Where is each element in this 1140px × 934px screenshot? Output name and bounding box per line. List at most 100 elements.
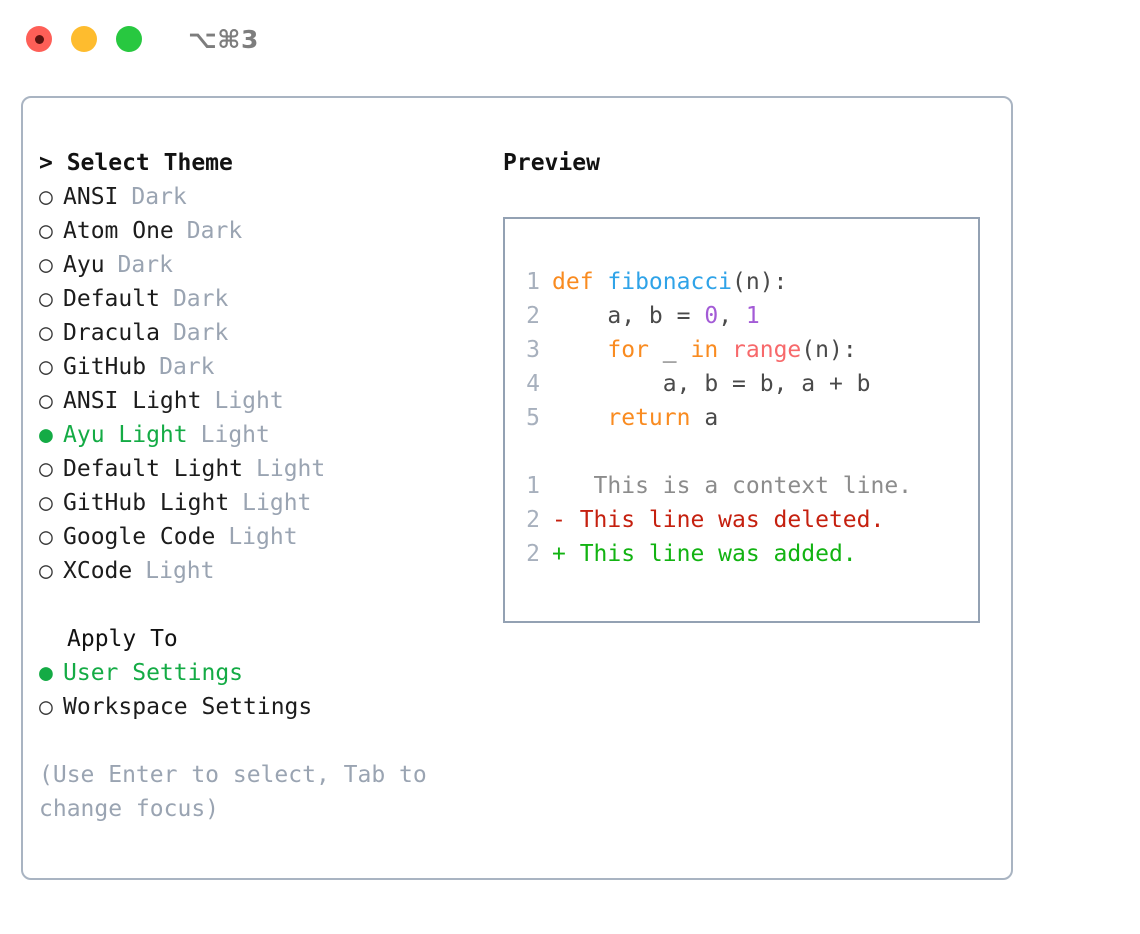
radio-unselected-icon: ○ <box>39 184 53 210</box>
theme-name: Google Code <box>63 524 216 550</box>
theme-option-ayu[interactable]: ○ Ayu Dark <box>39 248 489 282</box>
code-text: return a <box>552 401 718 435</box>
theme-kind-badge: Dark <box>131 184 187 210</box>
theme-name: Ayu <box>63 252 105 278</box>
theme-name: XCode <box>63 558 133 584</box>
apply-option-label: User Settings <box>63 660 244 686</box>
apply-to-list: ● User Settings ○ Workspace Settings <box>39 656 489 724</box>
line-number: 3 <box>526 337 540 363</box>
diff-line-add: 2 + This line was added. <box>522 537 978 571</box>
apply-option-workspace-settings[interactable]: ○ Workspace Settings <box>39 690 489 724</box>
code-line: 4 a, b = b, a + b <box>522 367 978 401</box>
token-var: a, b = <box>552 303 705 329</box>
radio-unselected-icon: ○ <box>39 490 53 516</box>
close-button[interactable] <box>26 26 52 52</box>
select-theme-heading: > Select Theme <box>39 150 233 176</box>
theme-name: Default Light <box>63 456 244 482</box>
radio-unselected-icon: ○ <box>39 354 53 380</box>
theme-kind-badge: Dark <box>172 320 229 346</box>
title-bar: ⌥⌘3 <box>0 0 1140 78</box>
theme-kind-badge: Light <box>256 456 326 482</box>
close-icon <box>34 34 44 44</box>
radio-unselected-icon: ○ <box>39 252 53 278</box>
line-number: 4 <box>526 371 540 397</box>
theme-option-default-light[interactable]: ○ Default Light Light <box>39 452 489 486</box>
diff-text: + This line was added. <box>552 541 857 567</box>
radio-unselected-icon: ○ <box>39 218 53 244</box>
diff-sample: 1 This is a context line. 2 - This line wa… <box>522 469 978 571</box>
line-number: 2 <box>526 507 540 533</box>
diff-text: - This line was deleted. <box>552 507 885 533</box>
preview-heading: Preview <box>503 150 600 176</box>
token-num: 1 <box>745 303 760 329</box>
theme-name: GitHub Light <box>63 490 230 516</box>
token-var <box>718 337 732 363</box>
radio-unselected-icon: ○ <box>39 286 53 312</box>
code-line: 2 a, b = 0, 1 <box>522 299 978 333</box>
radio-selected-icon: ● <box>39 422 53 448</box>
token-punc: (n): <box>732 269 788 295</box>
token-var: a, b = b, a + b <box>552 371 871 397</box>
radio-unselected-icon: ○ <box>39 694 53 720</box>
code-diff-spacer <box>522 435 978 469</box>
minimize-button[interactable] <box>71 26 97 52</box>
apply-option-user-settings[interactable]: ● User Settings <box>39 656 489 690</box>
radio-unselected-icon: ○ <box>39 456 53 482</box>
theme-name: GitHub <box>63 354 147 380</box>
diff-line-del: 2 - This line was deleted. <box>522 503 978 537</box>
window-controls <box>26 26 142 52</box>
line-number: 1 <box>526 473 540 499</box>
code-text: for _ in range(n): <box>552 333 856 367</box>
token-var <box>552 405 607 431</box>
theme-option-ayu-light[interactable]: ● Ayu Light Light <box>39 418 489 452</box>
token-var: _ <box>648 337 691 363</box>
theme-kind-badge: Light <box>242 490 312 516</box>
token-fn: fibonacci <box>607 269 733 295</box>
token-var: , <box>718 303 746 329</box>
theme-name: Atom One <box>63 218 174 244</box>
token-var <box>552 337 607 363</box>
theme-option-ansi[interactable]: ○ ANSI Dark <box>39 180 489 214</box>
apply-to-heading: Apply To <box>67 626 178 652</box>
theme-option-github[interactable]: ○ GitHub Dark <box>39 350 489 384</box>
line-number: 2 <box>526 541 540 567</box>
theme-kind-badge: Light <box>200 422 270 448</box>
theme-option-github-light[interactable]: ○ GitHub Light Light <box>39 486 489 520</box>
radio-unselected-icon: ○ <box>39 320 53 346</box>
theme-name: Ayu Light <box>63 422 188 448</box>
apply-option-label: Workspace Settings <box>63 694 313 720</box>
zoom-button[interactable] <box>116 26 142 52</box>
code-text: a, b = b, a + b <box>552 367 871 401</box>
radio-unselected-icon: ○ <box>39 388 53 414</box>
theme-name: ANSI Light <box>63 388 202 414</box>
theme-name: ANSI <box>63 184 119 210</box>
token-kw: in <box>690 337 719 363</box>
theme-kind-badge: Light <box>145 558 215 584</box>
theme-name: Default <box>63 286 160 312</box>
theme-kind-badge: Dark <box>159 354 215 380</box>
diff-line-ctx: 1 This is a context line. <box>522 469 978 503</box>
token-num: 0 <box>704 303 719 329</box>
keyboard-shortcut-label: ⌥⌘3 <box>188 24 259 54</box>
token-call: range <box>732 337 802 363</box>
radio-selected-icon: ● <box>39 660 53 686</box>
token-kw: return <box>607 405 691 431</box>
line-number: 1 <box>526 269 540 295</box>
line-number: 5 <box>526 405 540 431</box>
token-kw: for <box>607 337 649 363</box>
keyboard-hint-text: (Use Enter to select, Tab to change focu… <box>39 762 441 822</box>
token-var: a <box>690 405 719 431</box>
theme-kind-badge: Dark <box>117 252 173 278</box>
